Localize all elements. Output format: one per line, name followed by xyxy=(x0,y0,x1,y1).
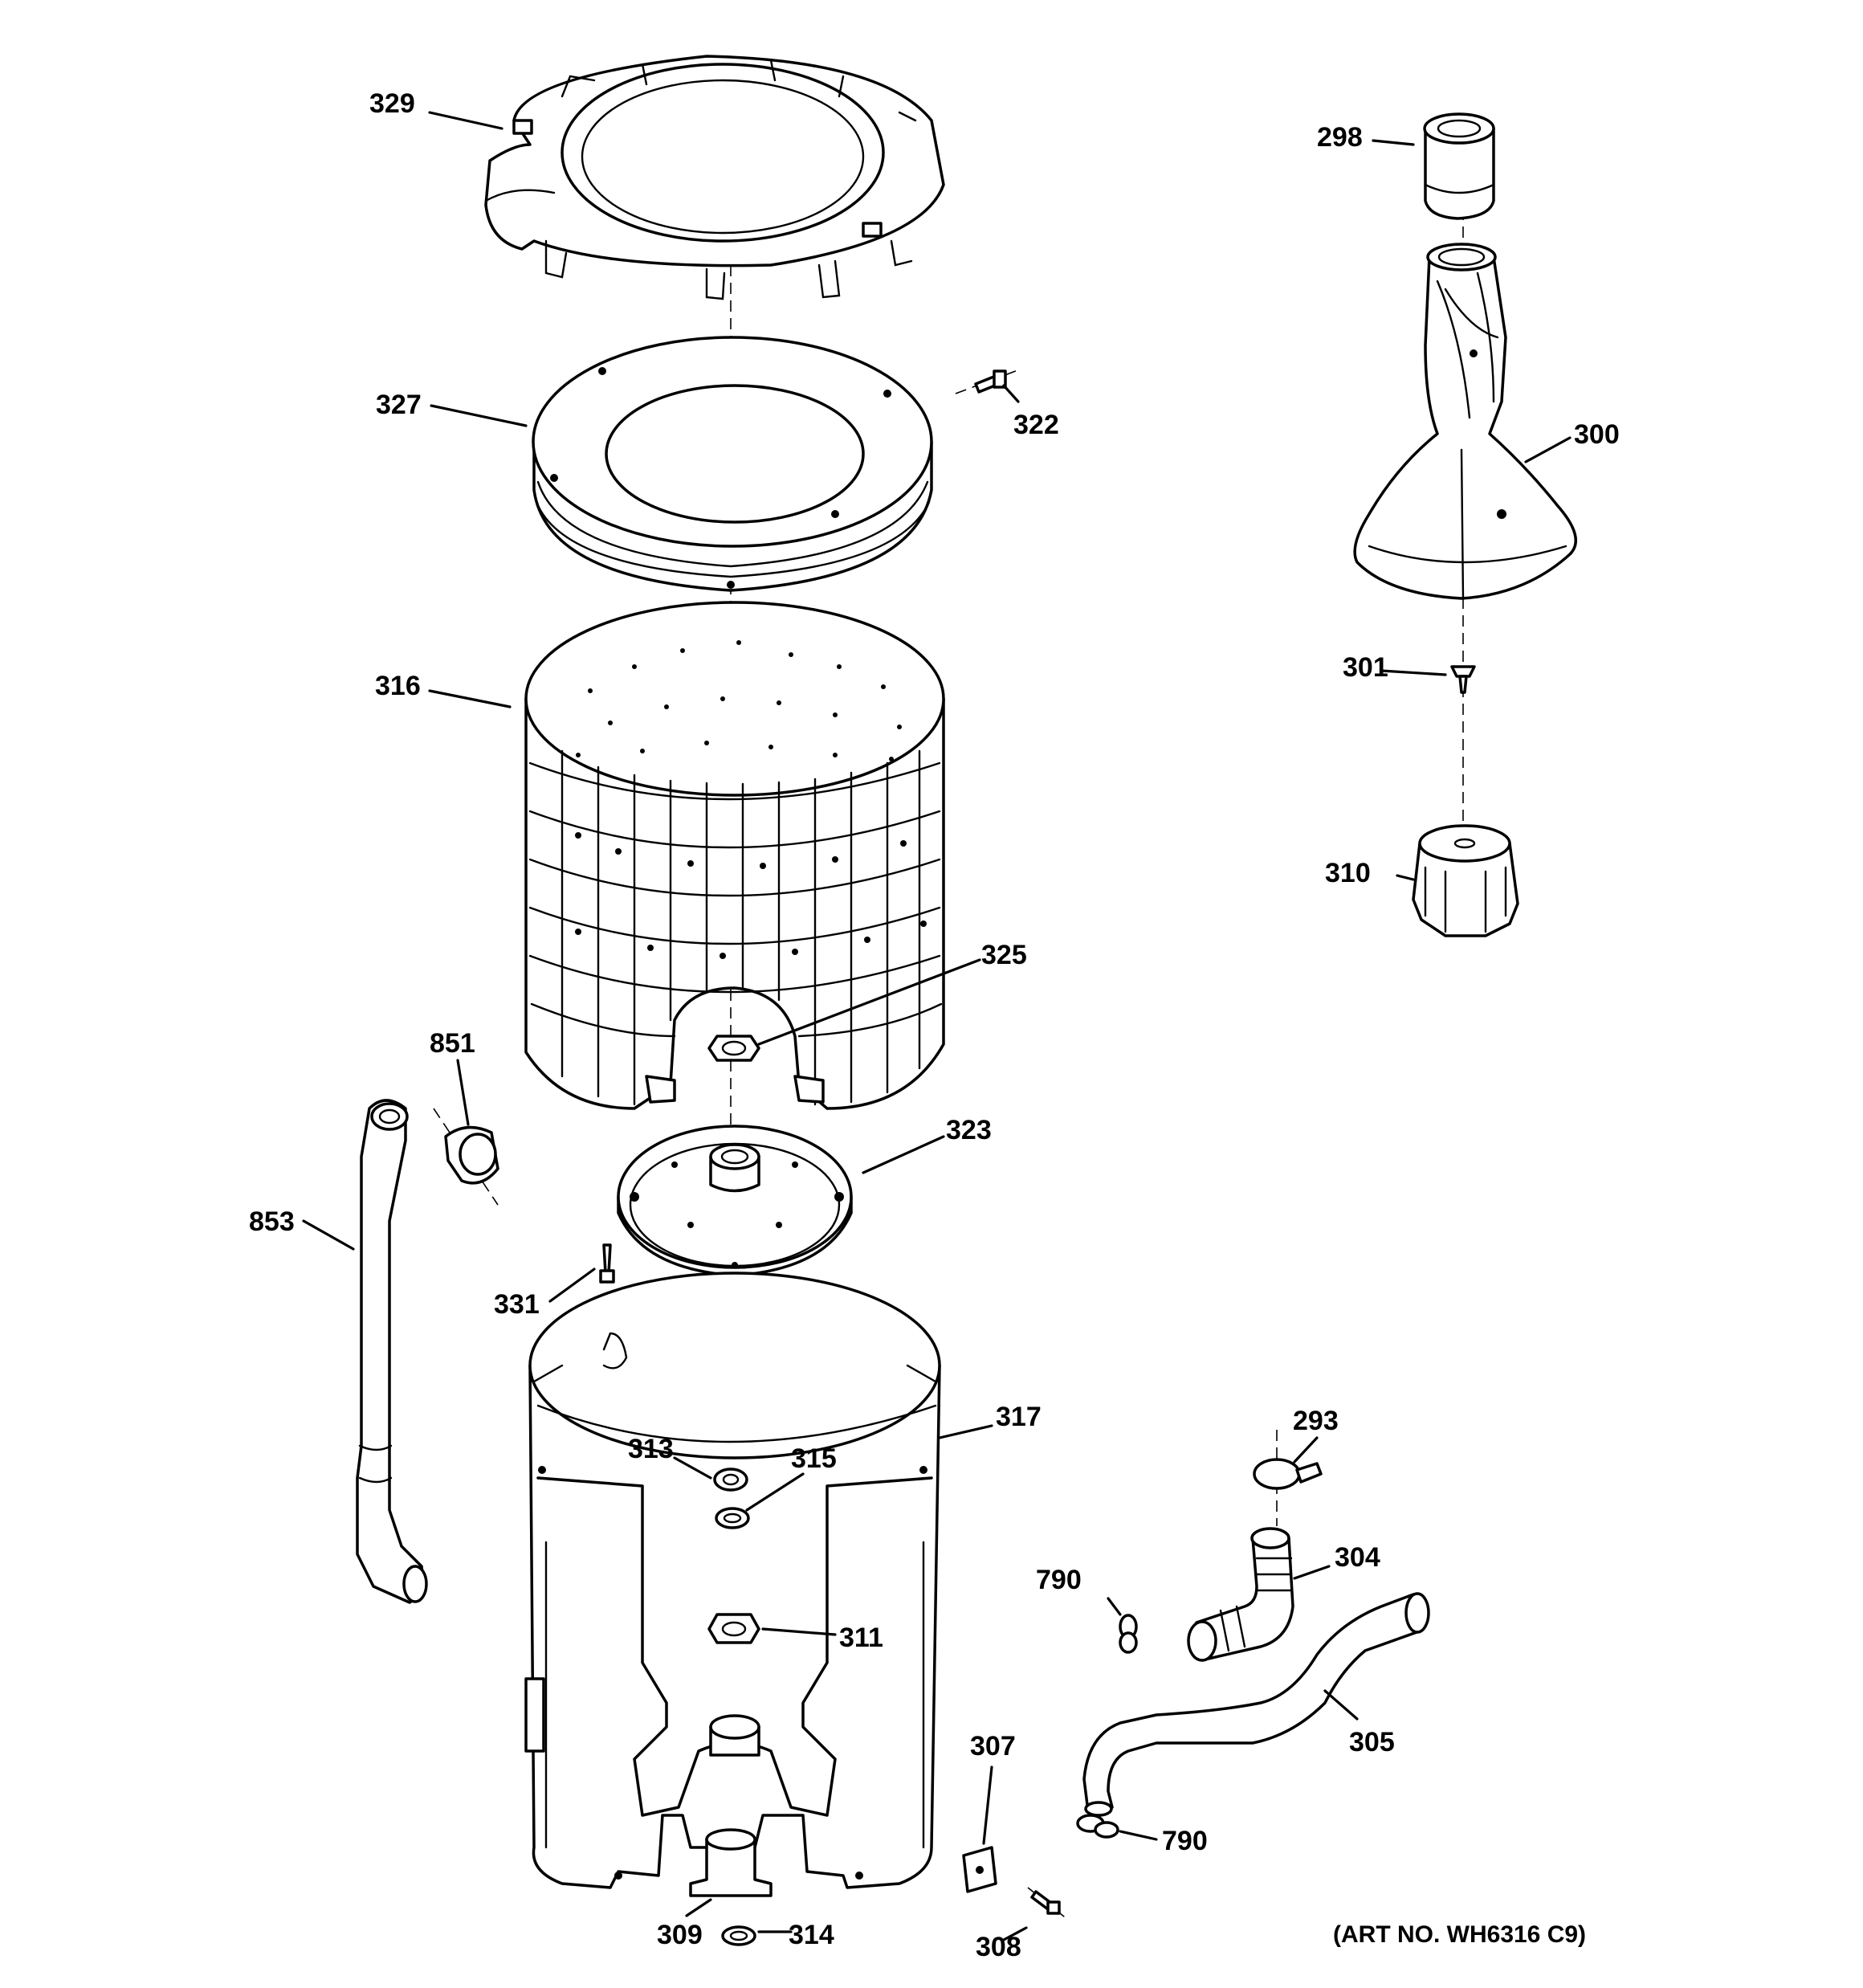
callout-851: 851 xyxy=(430,1028,475,1059)
drain-fitting-icon xyxy=(689,1828,773,1897)
callout-308: 308 xyxy=(976,1932,1021,1962)
callout-317: 317 xyxy=(996,1402,1042,1432)
callout-313: 313 xyxy=(628,1434,674,1464)
callout-293: 293 xyxy=(1293,1406,1339,1436)
callout-310: 310 xyxy=(1325,858,1371,888)
knob-icon xyxy=(433,1108,499,1206)
callout-316: 316 xyxy=(375,671,421,701)
outer-tub-cover-icon xyxy=(484,55,945,300)
callout-322: 322 xyxy=(1013,410,1059,440)
callout-301: 301 xyxy=(1343,652,1388,683)
drain-hose-elbow-icon xyxy=(1187,1527,1294,1662)
agitator-cap-icon xyxy=(1423,112,1495,220)
grommet-icon xyxy=(713,1468,748,1492)
screw-icon xyxy=(1450,665,1476,694)
callout-327: 327 xyxy=(376,390,422,420)
art-number: (ART NO. WH6316 C9) xyxy=(1333,1921,1586,1948)
hub-plate-icon xyxy=(617,1125,853,1277)
callout-790-upper: 790 xyxy=(1036,1565,1082,1595)
callout-311: 311 xyxy=(839,1623,883,1653)
callout-790-lower: 790 xyxy=(1162,1826,1208,1856)
callout-853: 853 xyxy=(249,1206,295,1237)
clamp-icon xyxy=(1076,1814,1119,1839)
screw-icon xyxy=(955,369,1021,394)
callout-304: 304 xyxy=(1335,1542,1380,1573)
callout-314: 314 xyxy=(789,1920,834,1950)
callout-305: 305 xyxy=(1349,1727,1395,1757)
callout-307: 307 xyxy=(970,1731,1016,1761)
callout-323: 323 xyxy=(946,1115,992,1145)
hub-nut-icon xyxy=(707,1035,760,1062)
hose-clamp-icon xyxy=(1253,1430,1323,1526)
screw-icon xyxy=(599,1243,615,1284)
agitator-base-icon xyxy=(1412,824,1519,937)
callout-331: 331 xyxy=(494,1289,540,1320)
washer-icon xyxy=(715,1507,750,1529)
bracket-icon xyxy=(962,1846,997,1893)
agitator-icon xyxy=(1353,243,1577,600)
callout-315: 315 xyxy=(791,1443,837,1474)
outer-tub-icon xyxy=(524,1272,941,1889)
callout-309: 309 xyxy=(657,1920,703,1950)
screw-icon xyxy=(1027,1887,1069,1921)
callout-298: 298 xyxy=(1317,122,1363,153)
clamp-icon xyxy=(1119,1614,1138,1654)
washer-icon xyxy=(721,1925,756,1946)
wash-basket-icon xyxy=(524,601,945,1110)
suds-tube-icon xyxy=(356,1099,428,1604)
balance-ring-icon xyxy=(532,336,933,592)
tub-nut-icon xyxy=(707,1613,760,1644)
callout-329: 329 xyxy=(369,88,415,119)
callout-300: 300 xyxy=(1574,419,1620,450)
leader-lines xyxy=(302,111,1572,1941)
drain-hose-icon xyxy=(1082,1592,1430,1817)
callout-325: 325 xyxy=(981,940,1027,970)
